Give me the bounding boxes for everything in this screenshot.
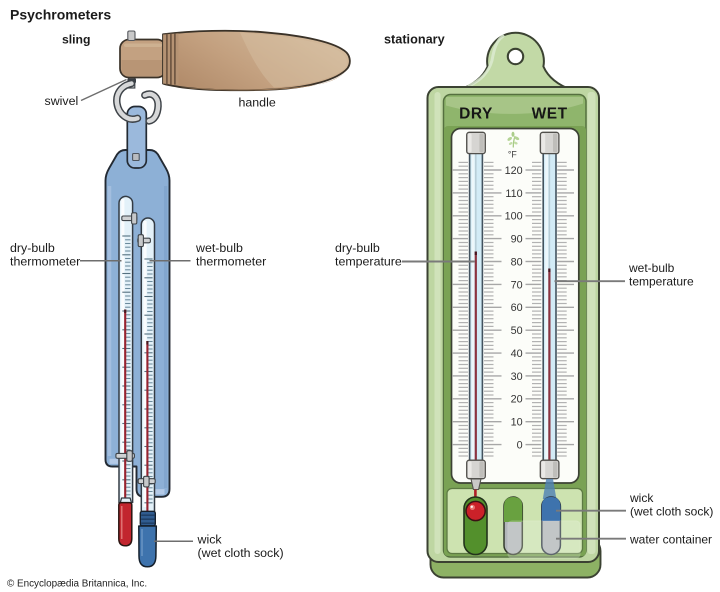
svg-text:wet-bulb: wet-bulb [628, 261, 675, 275]
svg-text:wick: wick [629, 491, 654, 505]
svg-text:70: 70 [511, 279, 523, 291]
svg-text:dry-bulb: dry-bulb [10, 241, 55, 255]
svg-text:swivel: swivel [45, 94, 79, 108]
svg-text:© Encyclopædia Britannica, Inc: © Encyclopædia Britannica, Inc. [7, 579, 147, 590]
svg-text:wet-bulb: wet-bulb [195, 241, 243, 255]
svg-text:0: 0 [517, 440, 523, 452]
svg-text:WET: WET [532, 106, 568, 123]
svg-text:(wet cloth sock): (wet cloth sock) [630, 505, 713, 519]
svg-text:wick: wick [197, 533, 223, 547]
svg-text:(wet cloth sock): (wet cloth sock) [198, 546, 284, 560]
svg-text:thermometer: thermometer [196, 255, 266, 269]
svg-text:sling: sling [62, 33, 90, 47]
svg-text:dry-bulb: dry-bulb [335, 241, 380, 255]
svg-text:DRY: DRY [459, 106, 493, 123]
svg-text:water container: water container [629, 533, 712, 547]
svg-text:20: 20 [511, 394, 523, 406]
svg-text:Psychrometers: Psychrometers [10, 7, 111, 23]
svg-text:thermometer: thermometer [10, 255, 80, 269]
svg-text:100: 100 [505, 211, 523, 223]
svg-text:stationary: stationary [384, 33, 445, 47]
svg-text:60: 60 [511, 302, 523, 314]
svg-text:120: 120 [505, 165, 523, 177]
svg-text:80: 80 [511, 256, 523, 268]
svg-text:temperature: temperature [629, 275, 694, 289]
svg-text:handle: handle [239, 95, 276, 109]
svg-text:50: 50 [511, 325, 523, 337]
svg-text:40: 40 [511, 348, 523, 360]
svg-text:110: 110 [505, 188, 522, 200]
svg-text:°F: °F [508, 149, 518, 159]
svg-text:30: 30 [511, 371, 523, 383]
svg-text:90: 90 [511, 234, 523, 246]
svg-text:temperature: temperature [335, 255, 402, 269]
svg-text:10: 10 [511, 417, 523, 429]
